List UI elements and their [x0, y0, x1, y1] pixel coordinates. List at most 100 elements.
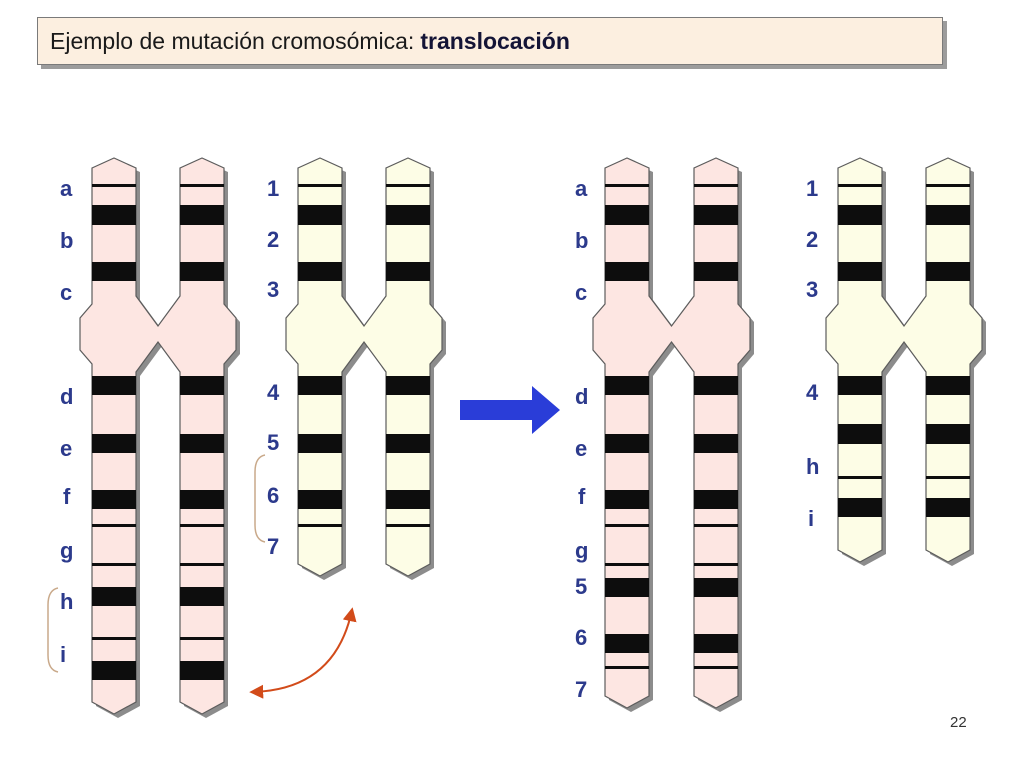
- chromosome-small-after-band: [838, 498, 882, 517]
- label-5-after: 5: [575, 574, 587, 599]
- chromosome-large-after-band: [605, 563, 649, 566]
- chromosome-small-before-band: [298, 490, 342, 509]
- chromosome-large-before-band: [180, 563, 224, 566]
- chromosome-layer: [79, 157, 986, 718]
- slide-title-box: Ejemplo de mutación cromosómica: translo…: [37, 17, 943, 65]
- chromosome-large-before-band: [180, 262, 224, 281]
- chromosome-small-before-band: [298, 524, 342, 527]
- page-number: 22: [950, 714, 967, 731]
- slide-title-bold: translocación: [420, 27, 570, 54]
- curved-double-arrow-icon: [249, 607, 357, 699]
- chromosome-large-before-band: [92, 262, 136, 281]
- chromosome-large-after-band: [605, 376, 649, 395]
- chromosome-small-before-band: [386, 376, 430, 395]
- chromosome-large-after-band: [694, 434, 738, 453]
- chromosome-small-after-band: [838, 376, 882, 395]
- label-4: 4: [267, 380, 280, 405]
- labels-before-large: a b c d e f g h i: [60, 176, 73, 667]
- label-e-after: e: [575, 436, 587, 461]
- label-c: c: [60, 280, 72, 305]
- chromosome-large-before-band: [92, 587, 136, 606]
- chromosome-large-after-band: [694, 184, 738, 187]
- chromosome-large-after-band: [605, 434, 649, 453]
- chromosome-small-before-band: [386, 262, 430, 281]
- chromosome-small-before-band: [298, 262, 342, 281]
- label-4-after: 4: [806, 380, 819, 405]
- chromosome-small-after-band: [838, 184, 882, 187]
- chromosome-small-after-band: [838, 476, 882, 479]
- chromosome-large-after-band: [605, 524, 649, 527]
- chromosome-small-after-band: [838, 205, 882, 225]
- chromosome-large-before-band: [180, 490, 224, 509]
- chromosome-large-after-band: [694, 376, 738, 395]
- chromosome-small-after-band: [926, 205, 970, 225]
- chromosome-large-after-band: [694, 262, 738, 281]
- label-1-after: 1: [806, 176, 818, 201]
- label-c-after: c: [575, 280, 587, 305]
- right-arrow-icon: [460, 386, 560, 434]
- labels-after-large: a b c d e f g 5 6 7: [575, 176, 588, 702]
- label-f: f: [63, 484, 71, 509]
- chromosome-small-after-band: [926, 498, 970, 517]
- label-7: 7: [267, 534, 279, 559]
- label-e: e: [60, 436, 72, 461]
- label-d: d: [60, 384, 73, 409]
- chromosome-large-after: [592, 157, 754, 712]
- chromosome-small-after-band: [926, 262, 970, 281]
- chromosome-large-before-band: [92, 205, 136, 225]
- bracket-567: [254, 454, 266, 543]
- label-h-after: h: [806, 454, 819, 479]
- chromosome-small-after-band: [838, 262, 882, 281]
- slide-title-prefix: Ejemplo de mutación cromosómica:: [50, 27, 415, 54]
- label-d-after: d: [575, 384, 588, 409]
- chromosome-large-after-band: [694, 563, 738, 566]
- label-g-after: g: [575, 538, 588, 563]
- chromosome-large-before-band: [92, 490, 136, 509]
- chromosome-large-after-band: [694, 524, 738, 527]
- chromosome-large-after-band: [694, 666, 738, 669]
- label-b: b: [60, 228, 73, 253]
- chromosome-small-before: [285, 157, 446, 580]
- label-6-after: 6: [575, 625, 587, 650]
- label-b-after: b: [575, 228, 588, 253]
- label-7-after: 7: [575, 677, 587, 702]
- labels-after-small: 1 2 3 4 h i: [806, 176, 819, 531]
- chromosome-large-after-body: [592, 157, 751, 709]
- chromosome-large-before-band: [92, 661, 136, 680]
- chromosome-large-after-band: [694, 578, 738, 597]
- chromosome-large-after-band: [605, 184, 649, 187]
- chromosome-small-before-band: [298, 205, 342, 225]
- chromosome-large-before-band: [180, 587, 224, 606]
- chromosome-large-before-band: [92, 524, 136, 527]
- chromosome-small-before-band: [386, 184, 430, 187]
- label-a-after: a: [575, 176, 588, 201]
- chromosome-large-before-band: [180, 434, 224, 453]
- chromosome-large-after-band: [694, 490, 738, 509]
- chromosome-small-after: [825, 157, 986, 566]
- chromosome-large-after-band: [605, 490, 649, 509]
- chromosome-small-after-band: [926, 376, 970, 395]
- chromosome-small-before-band: [386, 205, 430, 225]
- chromosome-large-before-band: [92, 376, 136, 395]
- chromosome-small-before-band: [298, 376, 342, 395]
- chromosome-large-before-band: [92, 434, 136, 453]
- chromosome-large-after-band: [605, 666, 649, 669]
- label-1: 1: [267, 176, 279, 201]
- label-2-after: 2: [806, 227, 818, 252]
- label-5: 5: [267, 430, 279, 455]
- label-2: 2: [267, 227, 279, 252]
- label-i-after: i: [808, 506, 814, 531]
- chromosome-large-before-band: [92, 184, 136, 187]
- label-a: a: [60, 176, 73, 201]
- chromosome-large-before-band: [92, 563, 136, 566]
- bracket-hi: [47, 587, 59, 673]
- chromosome-large-before-band: [180, 205, 224, 225]
- label-g: g: [60, 538, 73, 563]
- chromosome-small-after-band: [926, 184, 970, 187]
- chromosome-small-before-band: [386, 490, 430, 509]
- chromosome-large-before: [79, 157, 240, 718]
- label-3-after: 3: [806, 277, 818, 302]
- label-6: 6: [267, 483, 279, 508]
